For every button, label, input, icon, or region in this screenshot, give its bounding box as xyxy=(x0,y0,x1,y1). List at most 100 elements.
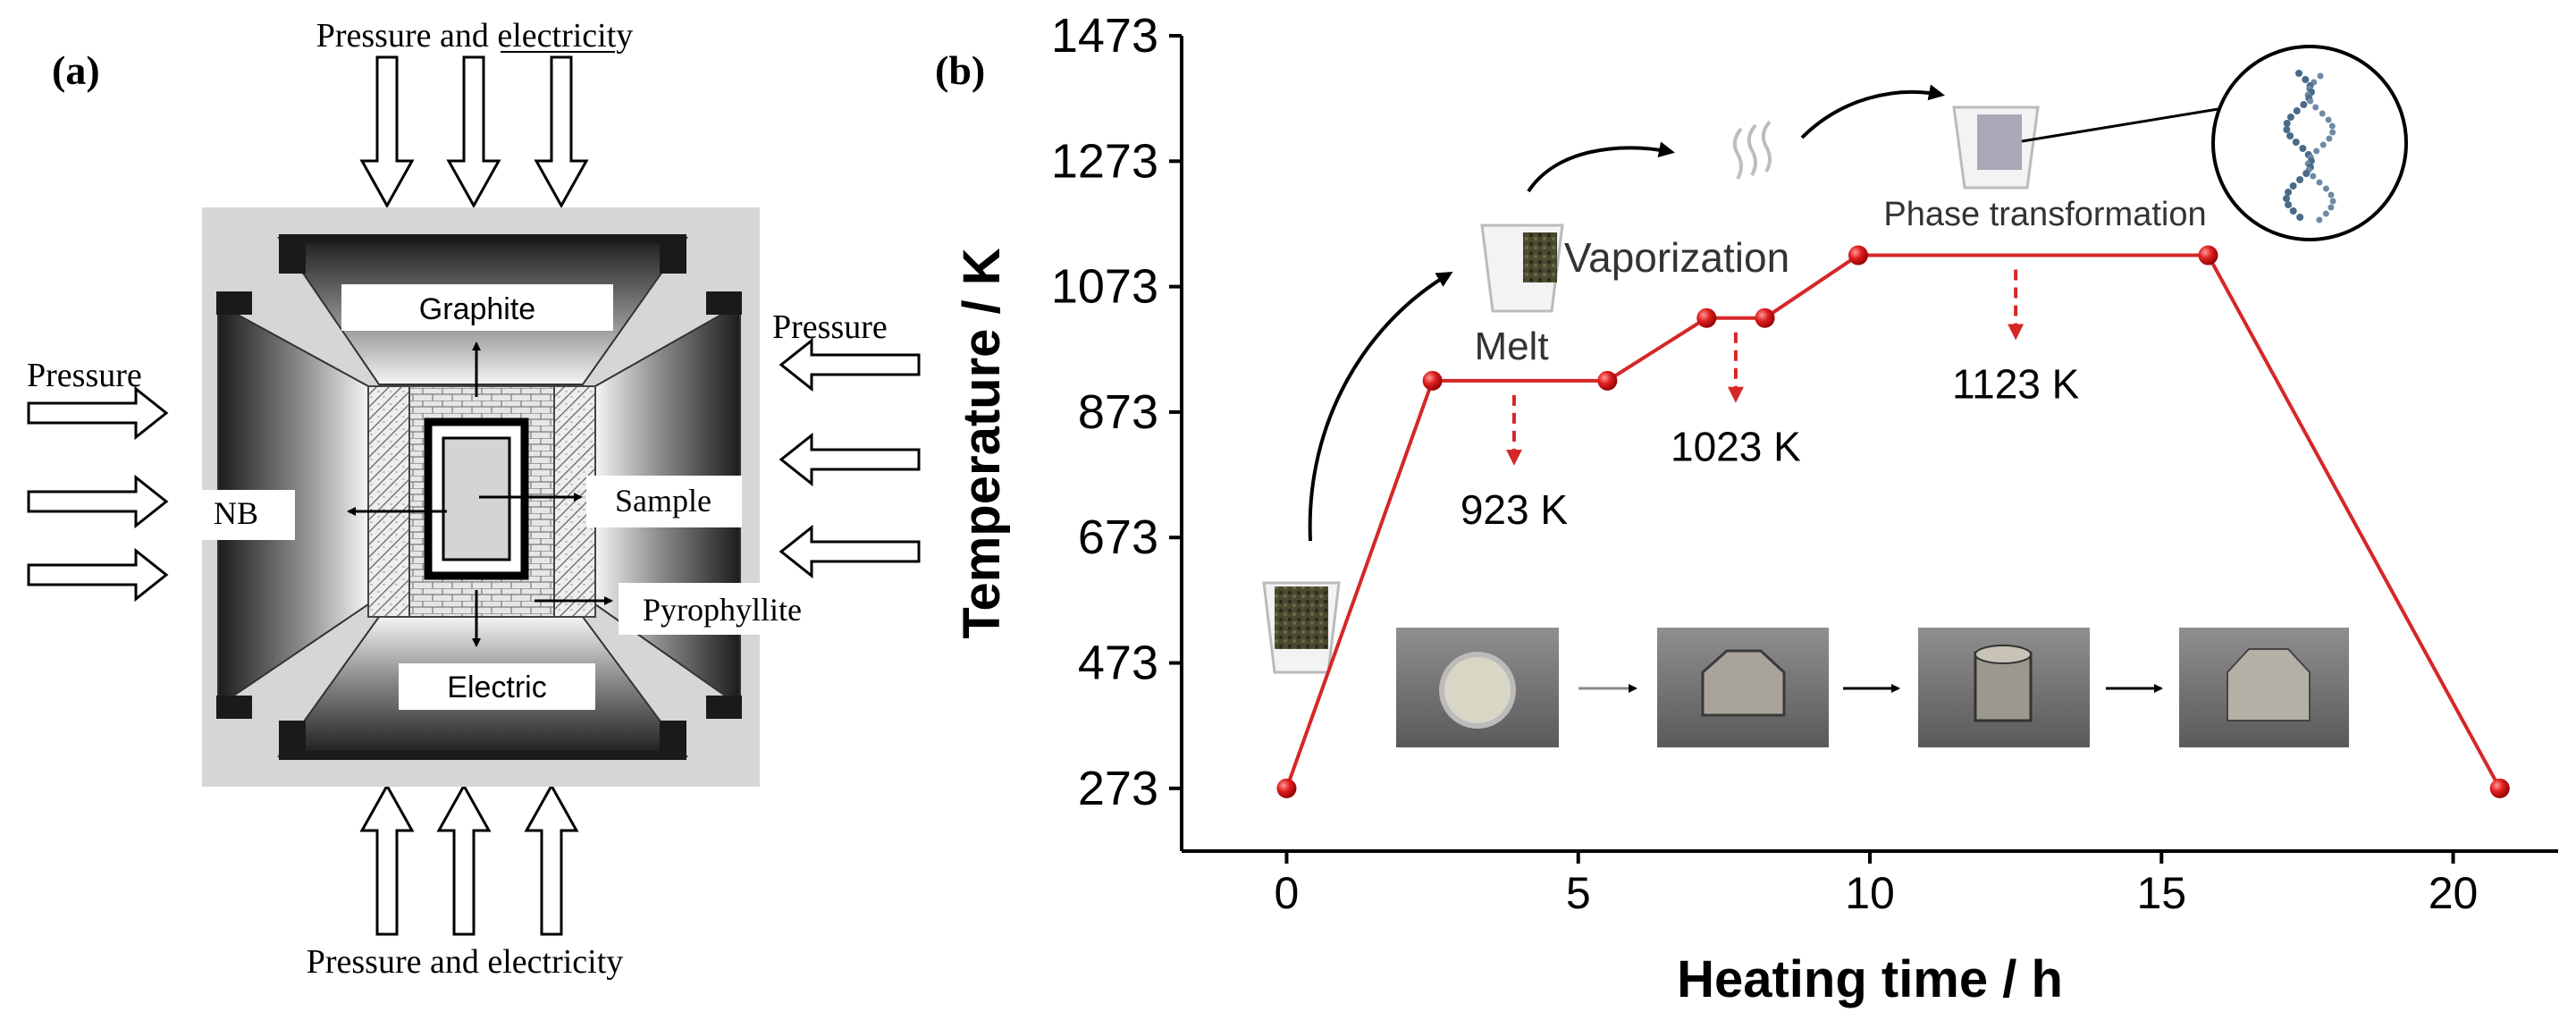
y-tick-label: 873 xyxy=(1078,385,1158,439)
crystal-atom xyxy=(2325,116,2332,123)
electric-label: Electric xyxy=(447,671,546,704)
crystal-atom xyxy=(2289,182,2297,190)
graphite-box xyxy=(341,284,613,331)
crucible-melt xyxy=(1480,224,1564,313)
crystal-atom xyxy=(2329,129,2336,136)
x-tick-label: 20 xyxy=(2429,868,2479,918)
pyrophyllite-box xyxy=(619,583,826,635)
y-axis-ticks xyxy=(1169,34,1182,790)
stage-label-phase-transformation: Phase transformation xyxy=(1883,196,2206,233)
data-point xyxy=(2489,778,2510,798)
crystal-structure-inset xyxy=(2211,45,2408,241)
crystal-atom xyxy=(2316,179,2323,186)
panel-a-press-schematic: (a) Pressure and electricity Pressure an… xyxy=(27,17,921,981)
crystal-atom xyxy=(2285,201,2293,208)
data-point xyxy=(1848,245,1868,266)
crystal-atom xyxy=(2283,126,2291,133)
graphite-label: Graphite xyxy=(419,292,535,326)
crystal-atom xyxy=(2328,122,2336,130)
crystal-atom xyxy=(2299,145,2307,152)
crystal-atom xyxy=(2317,72,2324,80)
crystal-atom xyxy=(2302,76,2310,83)
crystal-atom xyxy=(2286,132,2294,139)
sample-box xyxy=(586,476,742,527)
crystal-atom xyxy=(2319,110,2326,117)
panel-a-label: (a) xyxy=(52,47,100,93)
sample-chamber xyxy=(442,436,511,561)
chart-plot-area xyxy=(1276,245,2510,798)
crystal-atom xyxy=(2319,141,2327,148)
hold-temperature-label: 1023 K xyxy=(1671,424,1801,470)
stage-label-vaporization: Vaporization xyxy=(1564,234,1789,281)
crystal-atom xyxy=(2313,148,2320,155)
y-tick-label: 1473 xyxy=(1051,9,1158,63)
x-axis-label: Heating time / h xyxy=(1677,950,2063,1008)
crystal-atom xyxy=(2312,104,2319,111)
photo-4-block xyxy=(2227,648,2311,721)
crystal-atom xyxy=(2300,101,2308,108)
crystal-atom xyxy=(2296,214,2304,221)
top-pressure-arrows xyxy=(359,55,589,209)
photo-3-cap xyxy=(1974,645,2032,664)
anvil-flanges xyxy=(216,234,742,760)
y-tick-label: 1073 xyxy=(1051,260,1158,314)
data-point xyxy=(2198,245,2218,266)
sample-label: Sample xyxy=(615,483,711,519)
series-line xyxy=(1284,253,2502,789)
process-arrows xyxy=(1308,84,1945,542)
right-arrow-label: Pressure xyxy=(772,308,888,346)
y-tick-label: 273 xyxy=(1078,762,1158,815)
crystal-atom xyxy=(2329,198,2336,205)
crystal-atom xyxy=(2322,210,2329,217)
photo-1-pellet xyxy=(1439,652,1516,729)
leader-arrows xyxy=(347,342,613,647)
crystal-atom xyxy=(2310,173,2317,180)
crystal-atom xyxy=(2283,120,2291,127)
y-axis-label: Temperature / K xyxy=(953,248,1011,638)
nb-label: NB xyxy=(214,495,258,531)
crystal-atom xyxy=(2307,97,2314,105)
photo-strip xyxy=(1396,628,2349,747)
pyrophyllite-label: Pyrophyllite xyxy=(643,592,802,628)
data-point xyxy=(1276,778,1297,798)
panel-b-label: (b) xyxy=(935,47,985,93)
photo-2-anvil-block xyxy=(1701,649,1786,717)
x-tick-label: 15 xyxy=(2136,868,2186,918)
crystal-atom xyxy=(2326,135,2333,142)
crystal-atom xyxy=(2286,114,2294,121)
crystal-atom xyxy=(2289,207,2297,215)
left-arrow-label: Pressure xyxy=(27,357,142,394)
hold-temperature-label: 923 K xyxy=(1461,486,1569,533)
crystal-atom xyxy=(2295,70,2302,77)
y-tick-label: 473 xyxy=(1078,637,1158,690)
data-point xyxy=(1755,308,1775,328)
vapor-icon xyxy=(1732,120,1772,180)
data-point xyxy=(1422,370,1443,391)
right-pressure-arrows xyxy=(779,337,921,579)
x-tick-label: 10 xyxy=(1845,868,1895,918)
hold-temperature-label: 1123 K xyxy=(1952,361,2080,408)
crystal-atoms xyxy=(2283,70,2336,224)
x-tick-label: 5 xyxy=(1566,868,1591,918)
y-tick-label: 673 xyxy=(1078,510,1158,564)
crystal-atom xyxy=(2283,195,2291,202)
bottom-pressure-arrows xyxy=(359,782,579,936)
crucible-phase xyxy=(1952,105,2230,190)
crystal-atom xyxy=(2285,189,2293,196)
crystal-atom xyxy=(2292,139,2300,146)
data-point xyxy=(1696,308,1717,328)
data-point xyxy=(1597,370,1618,391)
crystal-atom xyxy=(2322,185,2329,192)
crucible-start xyxy=(1262,581,1341,674)
x-axis-tick-labels: 0 5 10 15 20 xyxy=(1275,868,2479,918)
x-tick-label: 0 xyxy=(1275,868,1300,918)
crystal-atom xyxy=(2316,216,2323,224)
crystal-atom xyxy=(2328,191,2335,198)
crystal-atom xyxy=(2293,107,2301,114)
crystal-atom xyxy=(2302,170,2311,177)
x-axis-ticks xyxy=(1284,851,2455,864)
stage-label-melt: Melt xyxy=(1474,325,1548,368)
